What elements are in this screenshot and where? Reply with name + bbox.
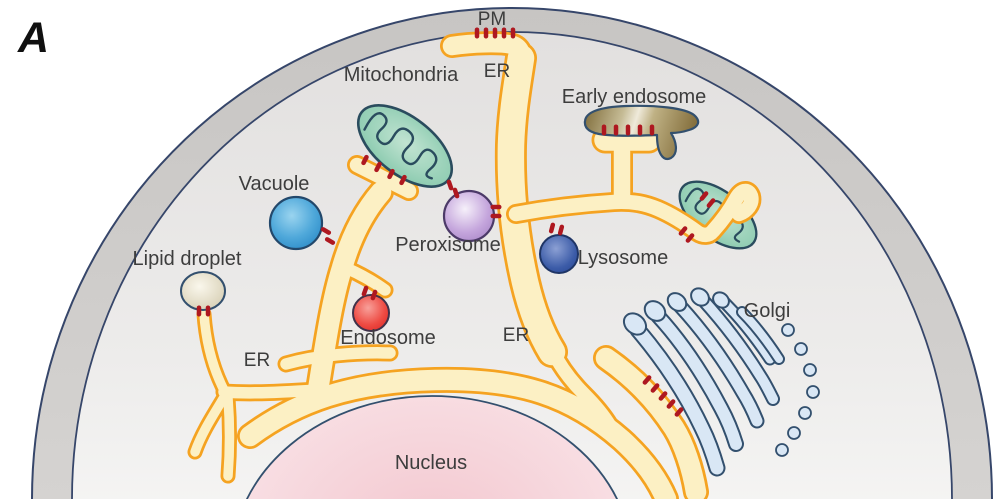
- label-peroxisome: Peroxisome: [395, 234, 501, 256]
- label-golgi: Golgi: [744, 300, 791, 322]
- golgi-cisterna: [690, 287, 780, 406]
- label-lysosome: Lysosome: [578, 247, 668, 269]
- label-mitochondria: Mitochondria: [344, 64, 459, 86]
- label-pm: PM: [478, 9, 507, 30]
- lysosome-shape: [539, 234, 579, 274]
- golgi-cisterna: [712, 291, 777, 366]
- er-branch-and-wrap: [506, 126, 762, 245]
- er-network: [187, 31, 709, 499]
- golgi-cisterna: [622, 312, 726, 477]
- label-er-left: ER: [244, 350, 270, 371]
- golgi-cisterna: [666, 292, 765, 429]
- label-er-top: ER: [484, 61, 510, 82]
- label-vacuole: Vacuole: [239, 173, 310, 195]
- vacuole-shape: [268, 195, 324, 251]
- golgi-cisterna: [736, 306, 785, 365]
- label-endosome: Endosome: [340, 327, 436, 349]
- golgi-cisterna: [643, 300, 744, 452]
- lipid-droplet-shape: [180, 271, 226, 311]
- er-fill-pass: [190, 33, 707, 499]
- label-early-endosome: Early endosome: [562, 86, 707, 108]
- label-er-mid: ER: [503, 325, 529, 346]
- label-lipid-droplet: Lipid droplet: [133, 248, 242, 270]
- endosome-shape: [352, 294, 390, 332]
- mitochondria-1-cristae: [363, 112, 438, 180]
- nucleus-shape: [246, 395, 618, 499]
- panel-label: A: [17, 14, 49, 62]
- label-nucleus: Nucleus: [395, 452, 467, 474]
- golgi-shape: [622, 287, 820, 477]
- golgi-vesicles: [775, 323, 820, 457]
